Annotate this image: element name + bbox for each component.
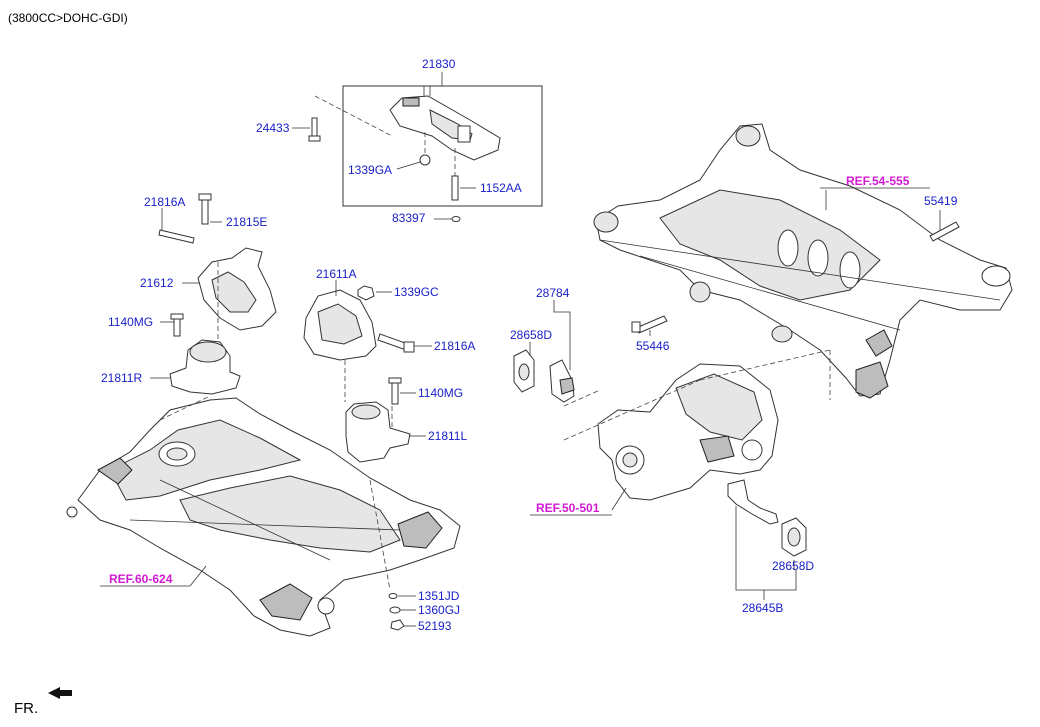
ref-60-624[interactable]: REF.60-624 [109,572,173,586]
front-arrow-icon [48,687,72,699]
label-83397[interactable]: 83397 [392,211,426,225]
label-28658d-lower[interactable]: 28658D [772,559,814,573]
ref-54-555[interactable]: REF.54-555 [846,174,910,188]
label-21830[interactable]: 21830 [422,57,456,71]
label-1140mg-left[interactable]: 1140MG [108,315,153,329]
label-21611a[interactable]: 21611A [316,267,356,281]
washer-1351jd[interactable] [388,593,398,599]
right-engine-mount-group [303,285,415,463]
clip-83397[interactable] [451,216,461,222]
label-55419[interactable]: 55419 [924,194,958,208]
label-21816a-upper[interactable]: 21816A [144,195,185,209]
bushing-set-28784[interactable] [513,349,575,403]
rear-subframe[interactable] [593,123,1013,399]
bolt-21816a-upper[interactable] [158,229,195,244]
engine-spec-label: (3800CC>DOHC-GDI) [8,11,128,25]
label-24433[interactable]: 24433 [256,121,290,135]
stud-1152aa[interactable] [451,175,459,201]
bolt-24433[interactable] [311,117,318,139]
label-1339gc[interactable]: 1339GC [394,285,439,299]
front-subframe[interactable] [66,397,461,637]
label-28658d-upper[interactable]: 28658D [510,328,552,342]
transmission-mount-assembly [308,72,543,222]
bolt-21815e[interactable] [201,197,209,225]
left-engine-mount-group [158,193,277,395]
label-1152aa[interactable]: 1152AA [480,181,522,195]
ref-50-501[interactable]: REF.50-501 [536,501,600,515]
label-1360gj[interactable]: 1360GJ [418,603,460,617]
nut-1339gc[interactable] [357,285,375,301]
label-21811l[interactable]: 21811L [428,429,467,443]
label-21811r[interactable]: 21811R [101,371,142,385]
label-1351jd[interactable]: 1351JD [418,589,460,603]
bolt-1140mg-left[interactable] [173,317,181,337]
bolt-55419[interactable] [929,221,960,242]
assembly-box [342,85,543,207]
label-52193[interactable]: 52193 [418,619,452,633]
label-21612[interactable]: 21612 [140,276,174,290]
bushing-set-28645b[interactable] [727,479,807,557]
label-1339ga[interactable]: 1339GA [348,163,392,177]
leader-lines [150,127,941,627]
front-direction-label: FR. [14,700,38,717]
washer-1360gj[interactable] [389,606,401,614]
mount-stud-pad [457,125,471,143]
nut-1339ga[interactable] [419,154,431,166]
rear-differential[interactable] [597,363,779,501]
label-21816a-lower[interactable]: 21816A [434,339,475,353]
label-21815e[interactable]: 21815E [226,215,267,229]
label-28784[interactable]: 28784 [536,286,570,300]
label-28645b[interactable]: 28645B [742,601,783,615]
bolt-55446[interactable] [635,315,668,334]
label-1140mg-right[interactable]: 1140MG [418,386,463,400]
bolt-1140mg-right[interactable] [391,381,399,405]
label-55446[interactable]: 55446 [636,339,670,353]
nut-52193[interactable] [390,619,405,631]
